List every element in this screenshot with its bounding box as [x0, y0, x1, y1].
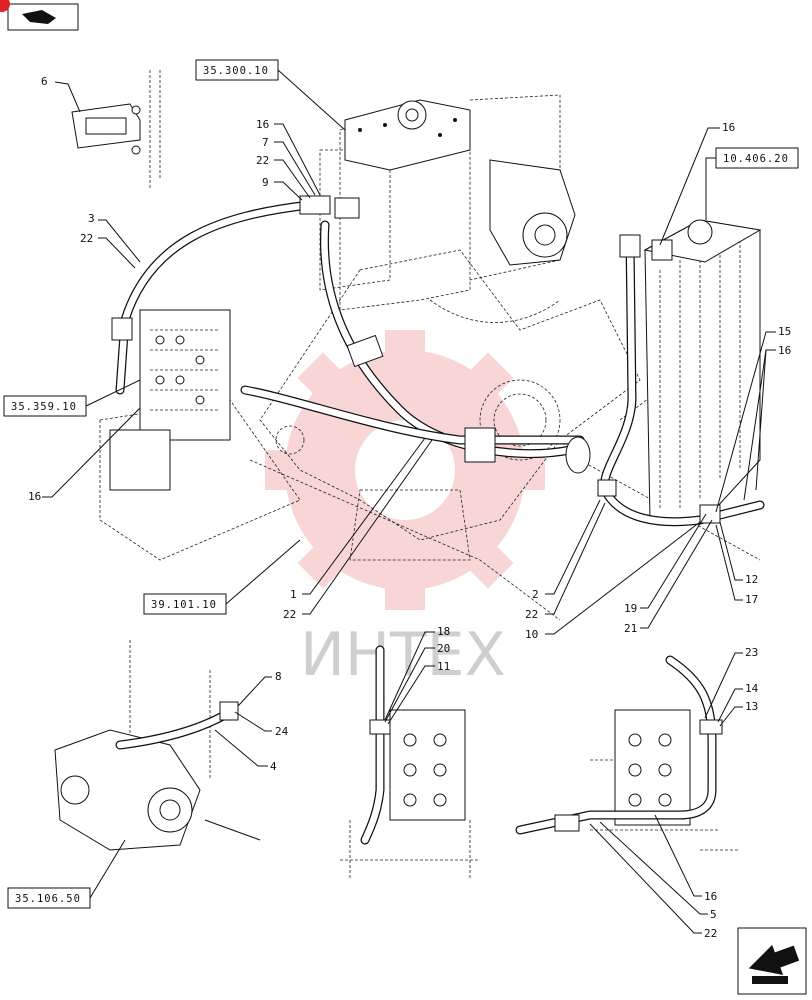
ref-box-35-359-10[interactable]: 35.359.10: [3, 379, 141, 417]
callout-12: 12: [745, 573, 758, 586]
control-valve: [109, 309, 231, 491]
callout-16: 16: [28, 490, 41, 503]
callout-8: 8: [275, 670, 282, 683]
hose-1: [319, 220, 575, 459]
callout-10: 10: [525, 628, 538, 641]
callout-16: 16: [704, 890, 717, 903]
callout-3: 3: [88, 212, 95, 225]
callout-22: 22: [256, 154, 269, 167]
valve-detail-right: [515, 655, 740, 851]
arrow-next-icon[interactable]: [737, 927, 807, 995]
arrow-back-icon[interactable]: [0, 0, 79, 31]
oil-cooler: [643, 219, 762, 521]
callout-23: 23: [745, 646, 758, 659]
callout-4: 4: [270, 760, 277, 773]
callout-13: 13: [745, 700, 758, 713]
pump-block: [344, 99, 471, 171]
callout-2: 2: [532, 588, 539, 601]
fitting-detail: [71, 103, 141, 155]
svg-text:35.359.10: 35.359.10: [11, 401, 77, 413]
callout-16: 16: [256, 118, 269, 131]
callout-24: 24: [275, 725, 289, 738]
callout-1: 1: [290, 588, 297, 601]
callout-22: 22: [283, 608, 296, 621]
ref-box-35-300-10[interactable]: 35.300.10: [195, 59, 346, 131]
ref-box-39-101-10[interactable]: 39.101.10: [143, 539, 301, 615]
callout-18: 18: [437, 625, 450, 638]
callout-15: 15: [778, 325, 791, 338]
callout-19: 19: [624, 602, 637, 615]
svg-text:39.101.10: 39.101.10: [151, 599, 217, 611]
callout-16: 16: [778, 344, 791, 357]
callout-14: 14: [745, 682, 759, 695]
hose-2: [240, 385, 585, 445]
callout-16: 16: [722, 121, 735, 134]
callout-5: 5: [710, 908, 717, 921]
valve-detail-middle: [340, 645, 480, 880]
callout-17: 17: [745, 593, 758, 606]
callout-22: 22: [704, 927, 717, 940]
svg-text:10.406.20: 10.406.20: [723, 153, 789, 165]
callout-22: 22: [525, 608, 538, 621]
hose-3: [115, 200, 315, 395]
callout-21: 21: [624, 622, 637, 635]
watermark-gear-icon: [265, 330, 545, 610]
callout-22: 22: [80, 232, 93, 245]
svg-text:35.106.50: 35.106.50: [15, 893, 81, 905]
hydraulic-pump: [489, 159, 576, 266]
pump-detail: [54, 640, 261, 851]
callout-6: 6: [41, 75, 48, 88]
callout-11: 11: [437, 660, 450, 673]
ref-box-35-106-50[interactable]: 35.106.50: [7, 839, 126, 909]
watermark-text: ИНТЕХ: [300, 620, 506, 690]
ref-box-10-406-20[interactable]: 10.406.20: [705, 147, 799, 220]
callout-7: 7: [262, 136, 269, 149]
callout-labels: 6 16 7 22 9 3 22 16 15 16 16 1 22 2 22 1…: [28, 75, 791, 940]
svg-text:35.300.10: 35.300.10: [203, 65, 269, 77]
fittings: [111, 195, 721, 524]
callout-20: 20: [437, 642, 450, 655]
callout-9: 9: [262, 176, 269, 189]
